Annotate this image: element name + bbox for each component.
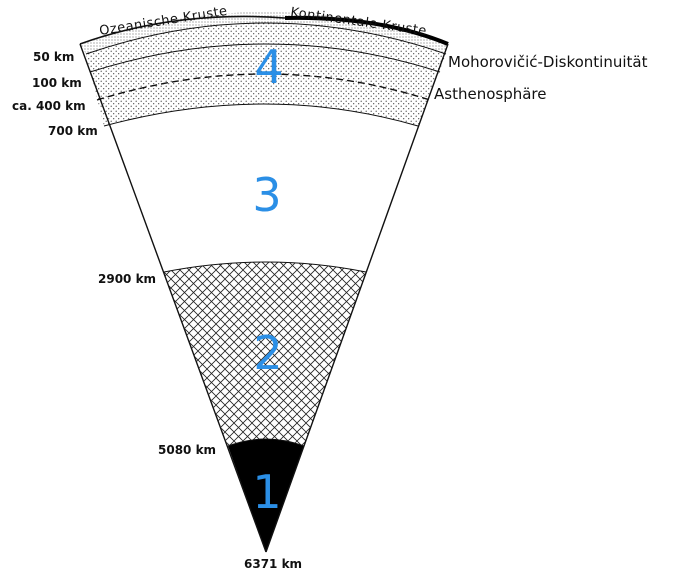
boundary-2900km bbox=[163, 261, 367, 273]
depth-label-100: 100 km bbox=[32, 76, 82, 90]
depth-label-2900: 2900 km bbox=[98, 272, 156, 286]
boundary-5080km bbox=[227, 438, 305, 447]
boundary-700km bbox=[103, 103, 419, 127]
earth-surface-continental bbox=[284, 15, 449, 46]
inner-core bbox=[228, 439, 304, 552]
asthenosphere-label: Asthenosphäre bbox=[434, 85, 546, 103]
boundary-100km bbox=[89, 43, 441, 73]
asthenosphere-boundary bbox=[96, 73, 431, 101]
outer-core bbox=[164, 262, 366, 446]
layer-number-3: 3 bbox=[252, 168, 281, 222]
sector-right-edge bbox=[265, 43, 449, 553]
depth-label-50: 50 km bbox=[33, 50, 74, 64]
layer-number-1: 1 bbox=[252, 465, 281, 519]
moho-label: Mohorovičić-Diskontinuität bbox=[448, 53, 648, 71]
lower-mantle bbox=[104, 104, 418, 272]
depth-label-400: ca. 400 km bbox=[12, 99, 86, 113]
depth-label-700: 700 km bbox=[48, 124, 98, 138]
depth-label-6371: 6371 km bbox=[244, 557, 302, 571]
layer-number-2: 2 bbox=[253, 326, 282, 380]
depth-label-5080: 5080 km bbox=[158, 443, 216, 457]
earth-surface-oceanic bbox=[79, 15, 286, 45]
layer-number-4: 4 bbox=[254, 40, 283, 94]
sector-left-edge bbox=[79, 43, 267, 553]
moho-boundary bbox=[85, 22, 447, 55]
